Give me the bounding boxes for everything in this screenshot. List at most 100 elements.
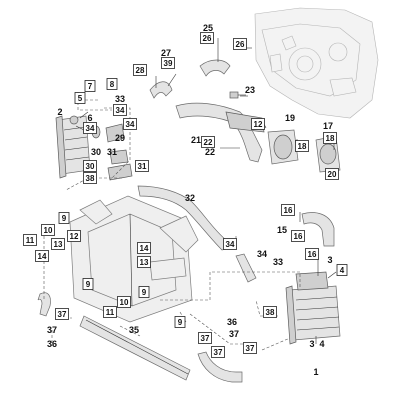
callout-number: 2 [57,107,62,117]
callout-box [106,78,118,90]
callout-number: 11 [106,308,115,317]
callout-number: 31 [138,162,147,171]
callout-16: 16 [291,230,305,242]
callout-38: 38 [263,306,277,318]
callout-box [41,224,55,236]
callout-number: 35 [129,325,139,335]
callout-box [74,92,86,104]
callout-box [83,172,97,184]
callout-number: 18 [326,134,335,143]
callout-box [138,286,150,298]
callout-9: 9 [58,212,70,224]
callout-number: 13 [54,240,63,249]
pipe-35 [79,315,191,381]
callout-number: 37 [58,310,67,319]
callout-box [263,306,277,318]
callout-22: 22 [205,147,215,157]
callout-number: 39 [164,59,173,68]
callout-number: 4 [319,339,324,349]
callout-number: 34 [226,240,235,249]
callout-number: 12 [70,232,79,241]
callout-number: 20 [328,170,337,179]
callout-39: 39 [161,57,175,69]
callout-10: 10 [41,224,55,236]
callout-3: 3 [309,339,314,349]
callout-18: 18 [323,132,337,144]
callout-25: 25 [203,23,213,33]
callout-number: 30 [86,162,95,171]
callout-number: 38 [266,308,275,317]
callout-26: 26 [233,38,247,50]
callout-31: 31 [135,160,149,172]
callout-37: 37 [229,329,239,339]
callout-number: 33 [273,257,283,267]
callout-number: 34 [116,106,125,115]
callout-box [325,168,339,180]
callout-14: 14 [137,242,151,254]
callout-box [295,140,309,152]
callout-number: 36 [227,317,237,327]
callout-box [103,306,117,318]
front-carrier [69,195,199,323]
callout-12: 12 [67,230,81,242]
callout-box [133,64,147,76]
callout-21: 21 [191,135,201,145]
callout-number: 16 [294,232,303,241]
callout-16: 16 [305,248,319,260]
callout-12: 12 [251,118,265,130]
callout-1: 1 [313,367,318,377]
callout-number: 16 [308,250,317,259]
callout-3: 3 [327,255,332,265]
callout-box [123,118,137,130]
callout-box [323,132,337,144]
callout-box [83,160,97,172]
callout-number: 22 [204,138,213,147]
callout-number: 31 [107,147,117,157]
callout-number: 17 [323,121,333,131]
callout-box [200,32,214,44]
callout-number: 32 [185,193,195,203]
callout-number: 1 [313,367,318,377]
callout-37: 37 [198,332,212,344]
sensor-23 [229,91,246,99]
callout-box [113,104,127,116]
callout-31: 31 [107,147,117,157]
callout-box [67,230,81,242]
callout-34: 34 [113,104,127,116]
callout-box [117,296,131,308]
engine-block [254,7,379,119]
callout-20: 20 [325,168,339,180]
callout-number: 28 [136,66,145,75]
callout-17: 17 [323,121,333,131]
callout-box [58,212,70,224]
callout-number: 4 [340,266,345,275]
callout-number: 23 [245,85,255,95]
callout-number: 9 [62,214,67,223]
callout-box [336,264,348,276]
callout-number: 37 [229,329,239,339]
callout-19: 19 [285,113,295,123]
callout-38: 38 [83,172,97,184]
callout-box [137,242,151,254]
callout-number: 37 [214,348,223,357]
callout-4: 4 [336,264,348,276]
callout-number: 7 [88,82,93,91]
callout-9: 9 [82,278,94,290]
callout-34: 34 [83,122,97,134]
callout-8: 8 [106,78,118,90]
callout-number: 38 [86,174,95,183]
callout-box [84,80,96,92]
callout-box [223,238,237,250]
callout-number: 12 [254,120,263,129]
callout-box [135,160,149,172]
callout-22: 22 [201,136,215,148]
callout-number: 37 [47,325,57,335]
callout-number: 18 [298,142,307,151]
callout-14: 14 [35,250,49,262]
callout-10: 10 [117,296,131,308]
callout-box [291,230,305,242]
callout-number: 6 [87,113,92,123]
callout-30: 30 [91,147,101,157]
callout-number: 10 [120,298,129,307]
callout-4: 4 [319,339,324,349]
